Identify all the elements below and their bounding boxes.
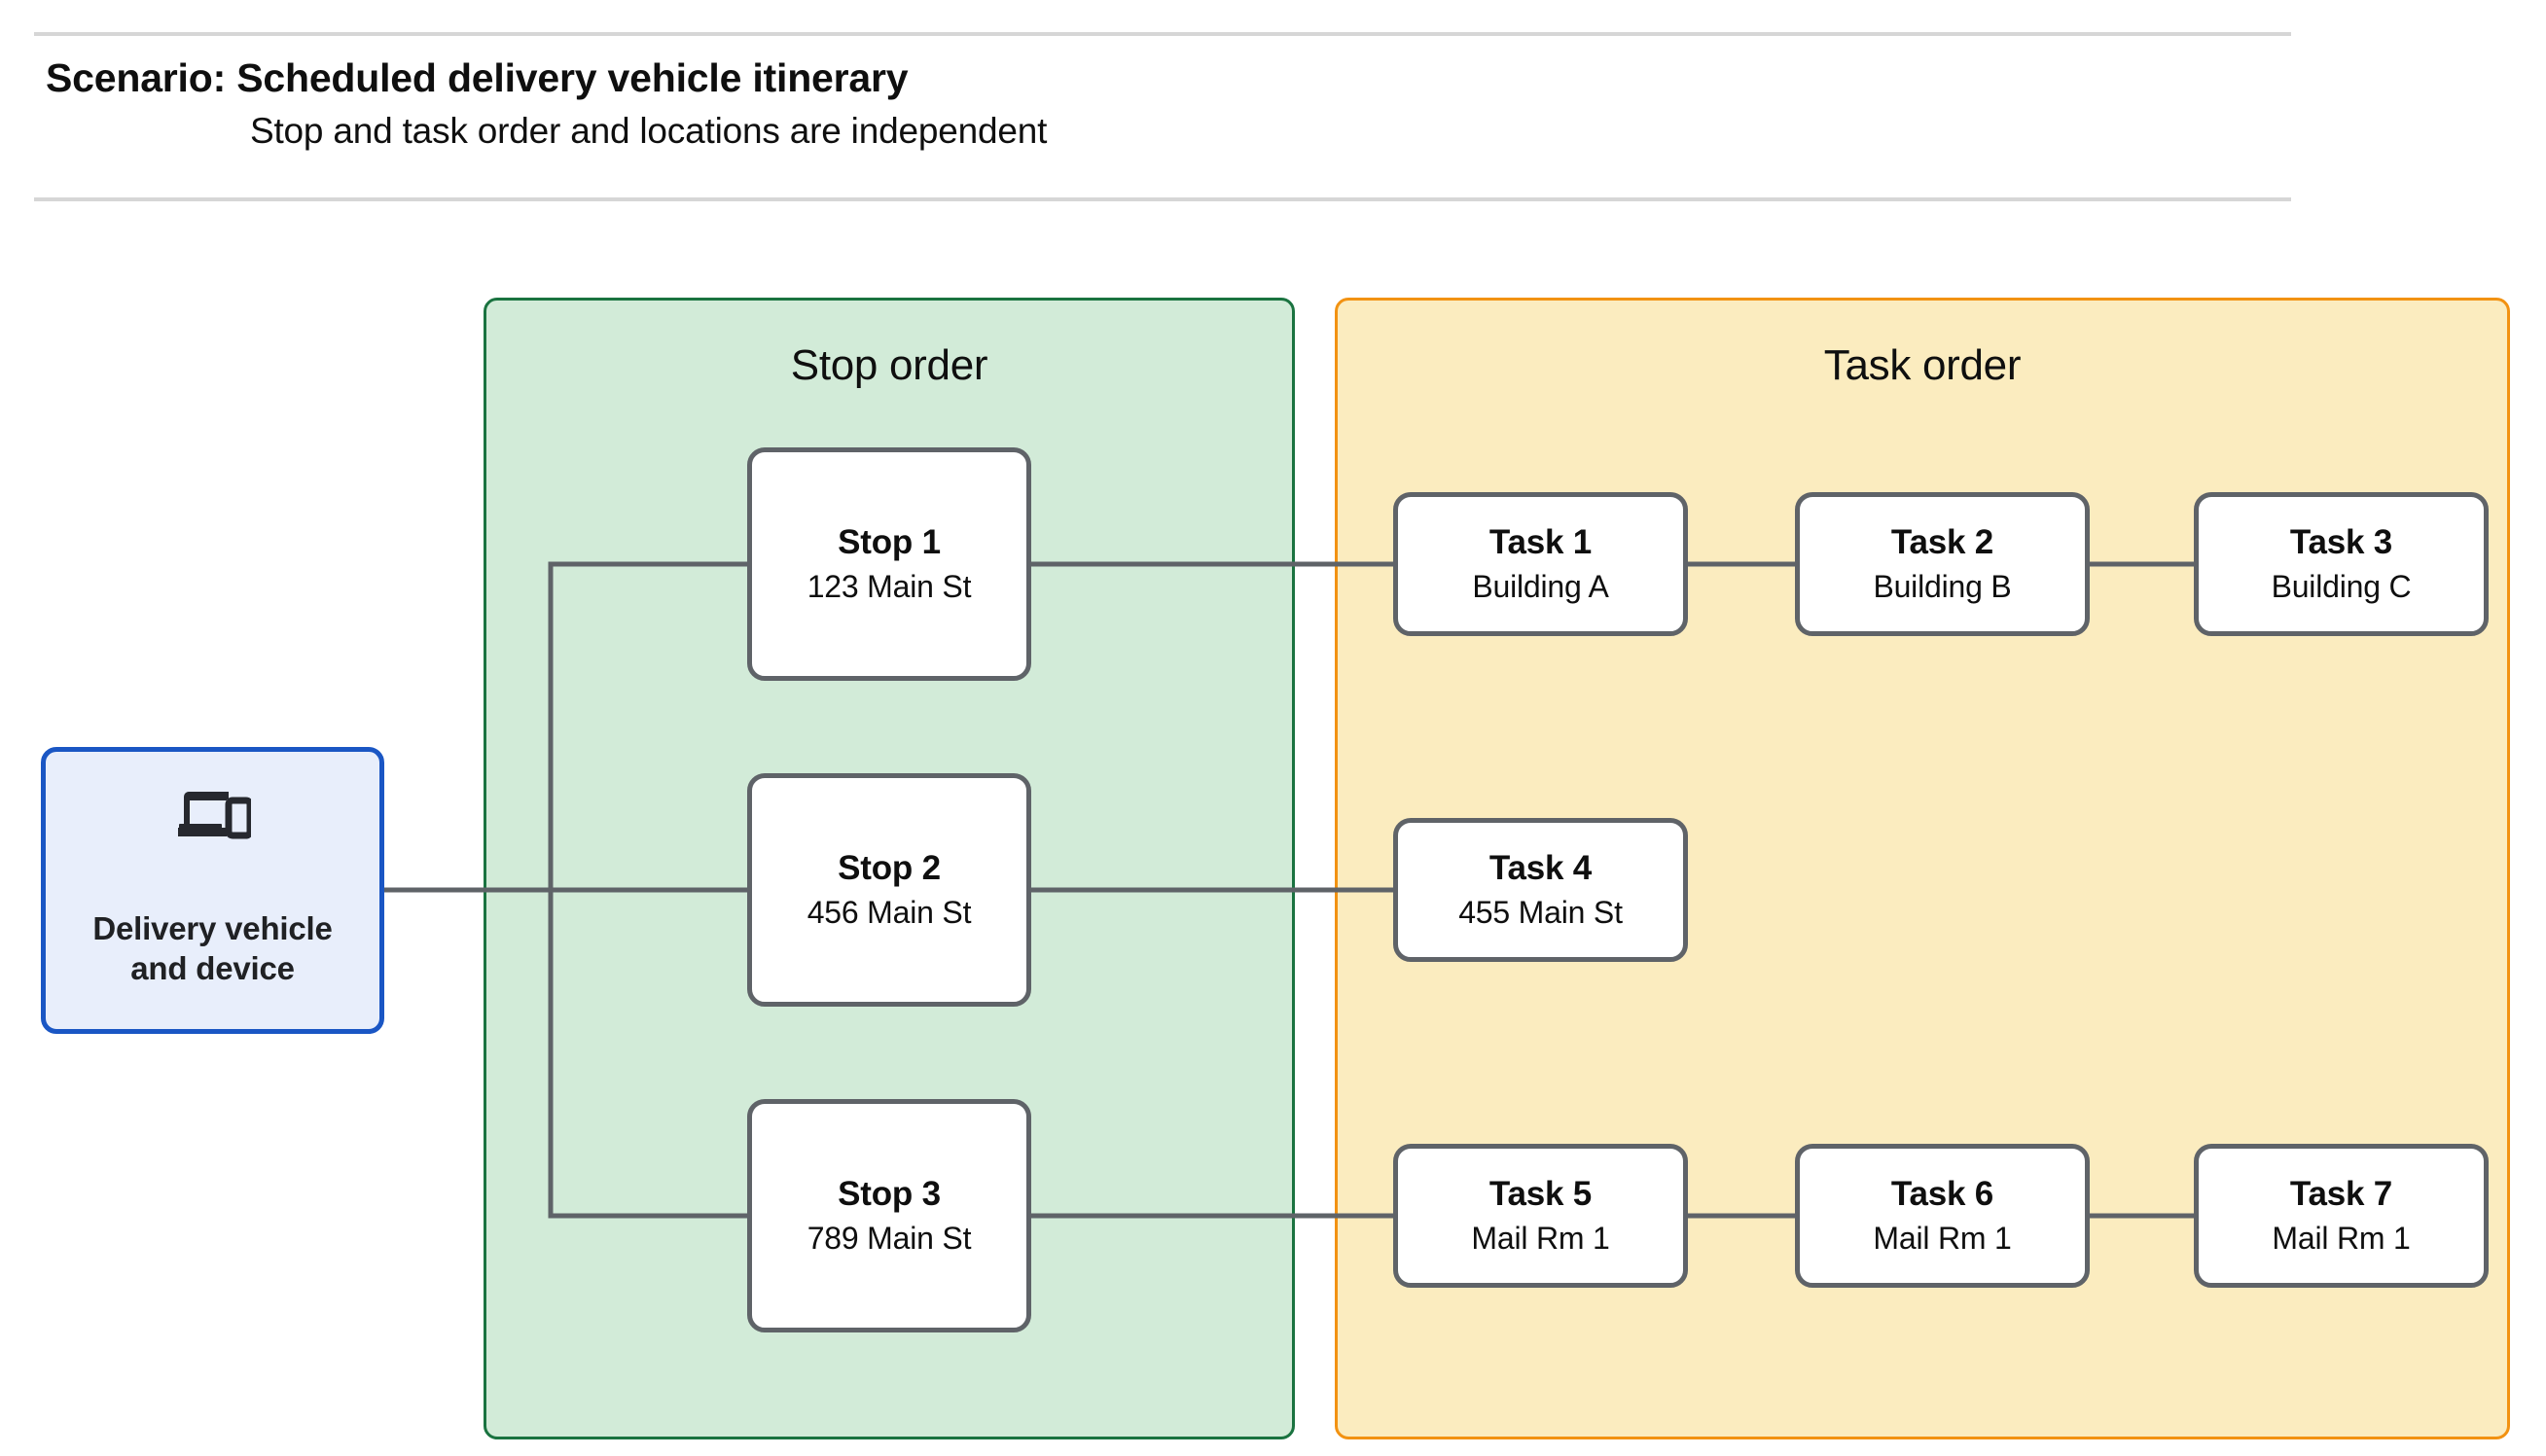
task-node-7-location: Mail Rm 1: [2272, 1220, 2411, 1256]
task-node-4-location: 455 Main St: [1458, 894, 1623, 930]
task-node-5[interactable]: Task 5 Mail Rm 1: [1393, 1144, 1688, 1288]
page-title: Scenario: Scheduled delivery vehicle iti…: [46, 55, 909, 100]
page-subtitle: Stop and task order and locations are in…: [250, 111, 1048, 151]
stop-node-2-location: 456 Main St: [807, 894, 972, 930]
task-node-7[interactable]: Task 7 Mail Rm 1: [2194, 1144, 2489, 1288]
stop-node-2-title: Stop 2: [838, 848, 941, 887]
task-node-5-location: Mail Rm 1: [1471, 1220, 1610, 1256]
header-divider-bottom: [34, 197, 2291, 201]
delivery-vehicle-label: Delivery vehicle and device: [92, 908, 333, 989]
header-divider-top: [34, 32, 2291, 36]
task-node-3-title: Task 3: [2289, 522, 2393, 561]
stop-node-2[interactable]: Stop 2 456 Main St: [747, 773, 1031, 1007]
stop-node-1-location: 123 Main St: [807, 568, 972, 604]
task-node-6-location: Mail Rm 1: [1873, 1220, 2012, 1256]
task-node-5-title: Task 5: [1488, 1174, 1593, 1213]
task-node-4[interactable]: Task 4 455 Main St: [1393, 818, 1688, 962]
task-node-7-title: Task 7: [2289, 1174, 2393, 1213]
task-node-6[interactable]: Task 6 Mail Rm 1: [1795, 1144, 2090, 1288]
task-node-2-location: Building B: [1873, 568, 2012, 604]
stop-node-1-title: Stop 1: [838, 522, 941, 561]
task-order-panel-title: Task order: [1823, 341, 2022, 389]
task-node-6-title: Task 6: [1890, 1174, 1994, 1213]
stop-order-panel-title: Stop order: [790, 341, 988, 389]
task-node-3-location: Building C: [2271, 568, 2412, 604]
delivery-vehicle-label-line2: and device: [130, 950, 295, 986]
stop-node-3[interactable]: Stop 3 789 Main St: [747, 1099, 1031, 1332]
task-node-4-title: Task 4: [1488, 848, 1593, 887]
task-node-1[interactable]: Task 1 Building A: [1393, 492, 1688, 636]
stop-node-3-location: 789 Main St: [807, 1220, 972, 1256]
stop-node-1[interactable]: Stop 1 123 Main St: [747, 447, 1031, 681]
task-node-2-title: Task 2: [1890, 522, 1994, 561]
devices-icon: [175, 787, 253, 846]
task-node-1-title: Task 1: [1488, 522, 1593, 561]
task-node-1-location: Building A: [1472, 568, 1609, 604]
task-node-2[interactable]: Task 2 Building B: [1795, 492, 2090, 636]
delivery-vehicle-node[interactable]: Delivery vehicle and device: [41, 747, 384, 1034]
stop-node-3-title: Stop 3: [838, 1174, 941, 1213]
task-node-3[interactable]: Task 3 Building C: [2194, 492, 2489, 636]
delivery-vehicle-label-line1: Delivery vehicle: [92, 909, 333, 946]
